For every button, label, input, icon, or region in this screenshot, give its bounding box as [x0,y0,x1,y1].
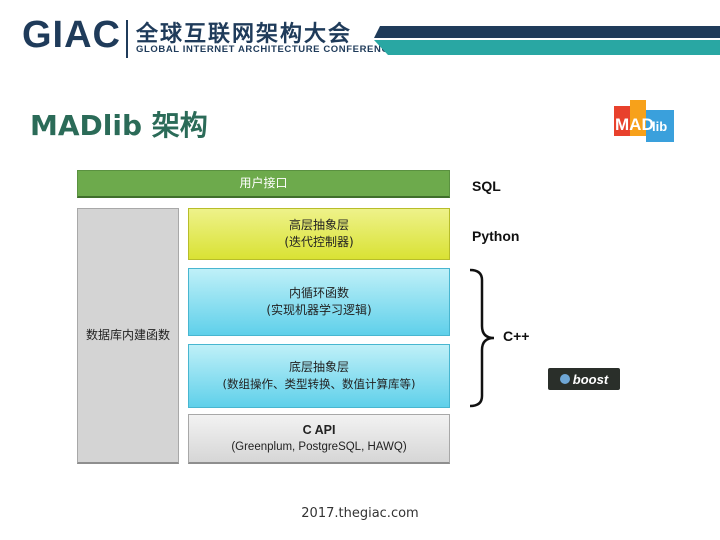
low-level-subtitle: (数组操作、类型转换、数值计算库等) [222,377,416,391]
high-level-subtitle: (迭代控制器) [284,235,354,249]
user-interface-label: 用户接口 [239,176,288,190]
header-band-teal [374,40,720,55]
low-level-title: 底层抽象层 [288,360,349,374]
madlib-logo-subtext: lib [652,119,667,134]
high-level-abstraction-layer: 高层抽象层 (迭代控制器) [188,208,450,260]
high-level-title: 高层抽象层 [288,218,349,232]
boost-logo: boost [548,368,620,390]
c-api-title: C API [302,422,336,437]
header-band-dark [374,26,720,38]
db-builtin-functions-box: 数据库内建函数 [77,208,179,464]
low-level-abstraction-layer: 底层抽象层 (数组操作、类型转换、数值计算库等) [188,344,450,408]
inner-loop-title: 内循环函数 [288,286,349,300]
madlib-logo-block-d [646,110,674,142]
sql-label: SQL [472,178,501,194]
user-interface-layer: 用户接口 [77,170,450,198]
madlib-logo-block-m [614,106,630,136]
brace-path [469,268,495,408]
python-label: Python [472,228,520,244]
cpp-label: C++ [503,328,530,344]
boost-logo-icon [559,374,570,384]
madlib-logo: MAD lib [614,100,674,142]
conference-name-cn: 全球互联网架构大会 [136,22,353,47]
boost-logo-text: boost [572,371,609,387]
footer-url: 2017.thegiac.com [301,506,419,521]
inner-loop-subtitle: (实现机器学习逻辑) [266,303,372,317]
right-brace-icon [469,268,495,408]
logo-divider [126,20,128,58]
slide-title: MADlib 架构 [30,109,208,142]
madlib-logo-block-a [630,100,646,136]
c-api-layer: C API (Greenplum, PostgreSQL, HAWQ) [188,414,450,464]
madlib-logo-text: MAD [615,115,654,134]
db-builtin-functions-label: 数据库内建函数 [86,328,171,342]
giac-logo: GIAC [22,14,121,56]
inner-loop-functions-layer: 内循环函数 (实现机器学习逻辑) [188,268,450,336]
c-api-subtitle: (Greenplum, PostgreSQL, HAWQ) [231,440,407,453]
conference-name-en: GLOBAL INTERNET ARCHITECTURE CONFERENCE [136,44,396,55]
